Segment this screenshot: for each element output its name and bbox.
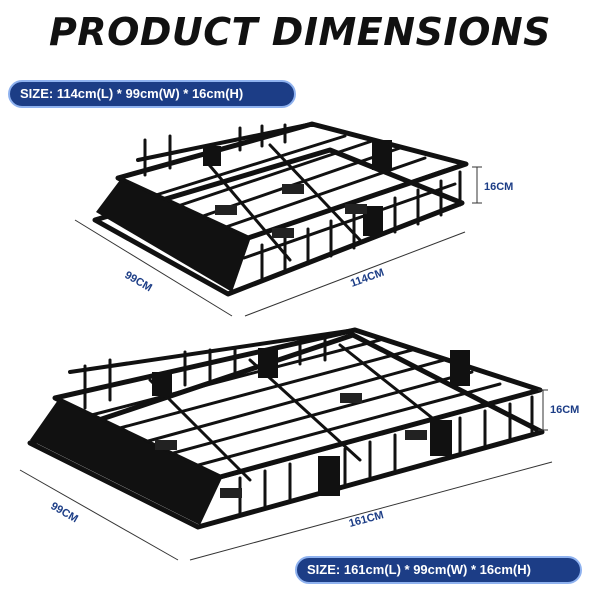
top-width-label: 99CM — [123, 269, 154, 294]
size-badge-bottom: SIZE: 161cm(L) * 99cm(W) * 16cm(H) — [295, 556, 582, 584]
bottom-mount-clamp — [220, 488, 242, 498]
top-mount-clamp — [215, 205, 237, 215]
bottom-side-plate — [430, 420, 452, 456]
top-height-label: 16CM — [484, 181, 513, 193]
bottom-roof-rack — [27, 327, 545, 530]
bottom-side-plate — [318, 456, 340, 496]
bottom-mount-clamp — [405, 430, 427, 440]
size-badge-top: SIZE: 114cm(L) * 99cm(W) * 16cm(H) — [8, 80, 296, 108]
bottom-width-label: 99CM — [49, 500, 80, 525]
bottom-dimension-lines — [19, 389, 553, 561]
top-mount-clamp — [345, 204, 367, 214]
top-side-plate — [363, 206, 383, 236]
top-dimension-lines — [74, 166, 482, 317]
bottom-mount-bracket — [450, 350, 470, 386]
page-title: PRODUCT DIMENSIONS — [48, 10, 552, 54]
top-mount-clamp — [282, 184, 304, 194]
top-mount-clamp — [272, 228, 294, 238]
top-wind-fairing — [96, 180, 250, 292]
top-mount-bracket — [203, 146, 221, 166]
top-mount-bracket — [372, 140, 392, 170]
bottom-mount-bracket — [152, 372, 172, 396]
bottom-height-label: 16CM — [550, 404, 579, 416]
bottom-wind-fairing — [30, 400, 222, 525]
top-length-label: 114CM — [349, 267, 386, 290]
bottom-mount-clamp — [155, 440, 177, 450]
bottom-mount-bracket — [258, 348, 278, 378]
bottom-mount-clamp — [340, 393, 362, 403]
